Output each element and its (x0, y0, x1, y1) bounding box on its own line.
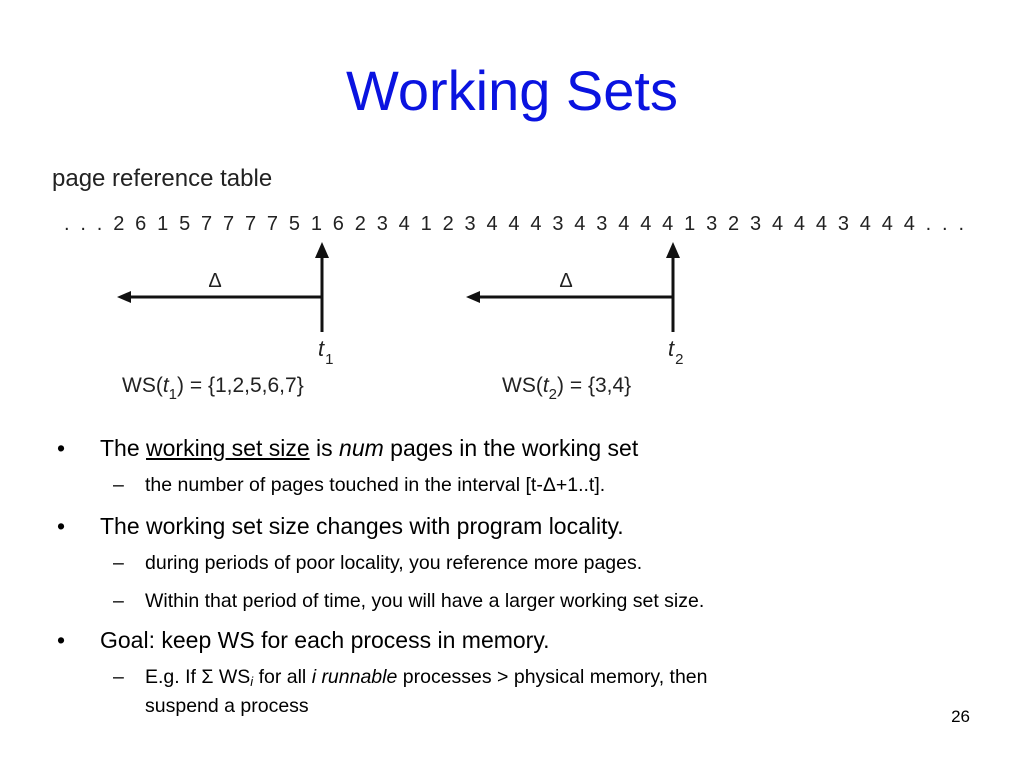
dash-mark: – (113, 552, 124, 574)
ws-t1-equation: WS(t1) = {1,2,5,6,7} (122, 374, 304, 403)
bullet-text: The working set size changes with progra… (100, 513, 624, 539)
t1-arrow-icon (315, 242, 329, 258)
ws-t2-equation: WS(t2) = {3,4} (502, 374, 631, 403)
bullet-text: is (309, 435, 340, 461)
sub-bullet-text: the number of pages touched in the inter… (145, 474, 606, 496)
delta-arrowhead-2 (466, 291, 480, 303)
bullet-locality: • The working set size changes with progr… (57, 512, 624, 540)
sub-bullet-text: during periods of poor locality, you ref… (145, 552, 643, 574)
bullet-mark: • (57, 513, 66, 539)
sub-bullet-text: suspend a process (145, 695, 309, 717)
t1-label: t1 (318, 336, 333, 368)
bullet-text: Goal: keep WS for each process in memory… (100, 627, 550, 653)
term-i-runnable: i runnable (311, 666, 398, 688)
sub-bullet-suspend: –E.g. If Σ WSi for all i runnable proces… (113, 665, 915, 719)
sub-bullet-poor-locality: –during periods of poor locality, you re… (113, 551, 915, 576)
delta-label-2: Δ (559, 270, 572, 292)
bullet-goal: • Goal: keep WS for each process in memor… (57, 626, 550, 654)
dash-mark: – (113, 590, 124, 612)
reference-sequence: . . . 2 6 1 5 7 7 7 7 5 1 6 2 3 4 1 2 3 … (64, 213, 964, 235)
sub-bullet-text: processes > physical memory, then (397, 666, 708, 688)
bullet-working-set-size: • The working set size is num pages in th… (57, 434, 639, 462)
delta-label-1: Δ (208, 270, 221, 292)
bullet-mark: • (57, 435, 66, 461)
subscript-i: i (250, 674, 254, 689)
working-set-diagram: page reference table . . . 2 6 1 5 7 7 7… (52, 165, 964, 403)
page-number: 26 (951, 707, 970, 726)
bullet-text: The (100, 435, 147, 461)
sub-bullet-text: WS (213, 666, 251, 688)
slide-title: Working Sets (346, 59, 678, 122)
bullet-text: pages in the working set (383, 435, 639, 461)
sub-bullet-text: Within that period of time, you will hav… (145, 590, 705, 612)
sub-bullet-text: E.g. If (145, 666, 202, 688)
sub-bullet-interval: –the number of pages touched in the inte… (113, 473, 915, 498)
t2-label: t2 (668, 336, 683, 368)
figure-caption: page reference table (52, 165, 272, 192)
term-num: num (339, 435, 384, 461)
sub-bullet-larger-ws: –Within that period of time, you will ha… (113, 589, 915, 614)
delta-arrowhead-1 (117, 291, 131, 303)
sub-bullet-text: for all (253, 666, 312, 688)
t2-arrow-icon (666, 242, 680, 258)
sigma-symbol: Σ (201, 666, 214, 688)
dash-mark: – (113, 666, 124, 688)
dash-mark: – (113, 474, 124, 496)
term-working-set-size: working set size (146, 435, 310, 461)
bullet-mark: • (57, 627, 66, 653)
